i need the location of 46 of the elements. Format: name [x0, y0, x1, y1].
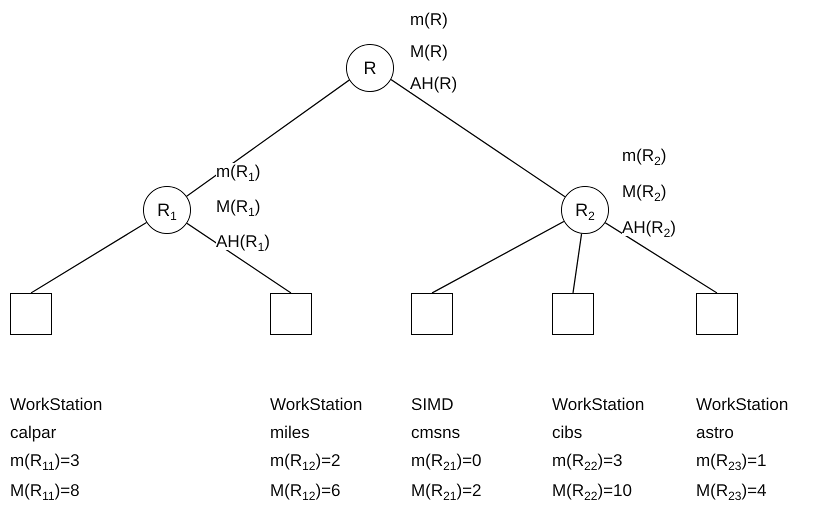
annotation-text: m(R$_{23}$)=1: [696, 452, 767, 469]
node-label: R$_{2}$: [575, 200, 595, 220]
connector-line: [186, 222, 292, 294]
annotation-text: M(R$_{2}$): [622, 183, 666, 200]
annotation-text: SIMD: [411, 396, 454, 413]
circle-node: [143, 186, 191, 234]
circle-node: [346, 44, 394, 92]
annotation-text: M(R$_{11}$)=8: [10, 482, 80, 499]
node-label: R: [364, 58, 376, 78]
annotation-text: m(R): [410, 11, 448, 28]
annotation-text: WorkStation: [696, 396, 788, 413]
annotation-text: calpar: [10, 424, 56, 441]
square-node: [10, 293, 52, 335]
annotation-text: WorkStation: [10, 396, 102, 413]
annotation-text: WorkStation: [270, 396, 362, 413]
annotation-text: m(R$_{12}$)=2: [270, 452, 341, 469]
annotation-text: AH(R$_{1}$): [216, 233, 270, 250]
annotation-text: M(R): [410, 43, 448, 60]
annotation-text: astro: [696, 424, 734, 441]
annotation-text: cibs: [552, 424, 582, 441]
annotation-text: M(R$_{21}$)=2: [411, 482, 482, 499]
connector-line: [390, 79, 566, 198]
annotation-text: M(R$_{23}$)=4: [696, 482, 767, 499]
annotation-text: m(R$_{2}$): [622, 147, 666, 164]
circle-node: [561, 186, 609, 234]
annotation-text: AH(R): [410, 75, 458, 92]
annotation-text: miles: [270, 424, 310, 441]
connector-line: [30, 222, 147, 294]
connector-line: [604, 222, 718, 294]
connector-line: [572, 234, 582, 294]
annotation-text: M(R$_{1}$): [216, 198, 260, 215]
annotation-text: m(R$_{1}$): [216, 163, 260, 180]
node-label: R$_{1}$: [157, 200, 177, 220]
annotation-text: WorkStation: [552, 396, 644, 413]
connector-line: [432, 220, 564, 294]
annotation-text: M(R$_{12}$)=6: [270, 482, 341, 499]
square-node: [411, 293, 453, 335]
annotation-text: AH(R$_{2}$): [622, 219, 676, 236]
square-node: [696, 293, 738, 335]
square-node: [552, 293, 594, 335]
square-node: [270, 293, 312, 335]
connector-line: [186, 80, 350, 197]
annotation-text: M(R$_{22}$)=10: [552, 482, 632, 499]
annotation-text: m(R$_{11}$)=3: [10, 452, 80, 469]
annotation-text: m(R$_{21}$)=0: [411, 452, 482, 469]
annotation-text: m(R$_{22}$)=3: [552, 452, 623, 469]
